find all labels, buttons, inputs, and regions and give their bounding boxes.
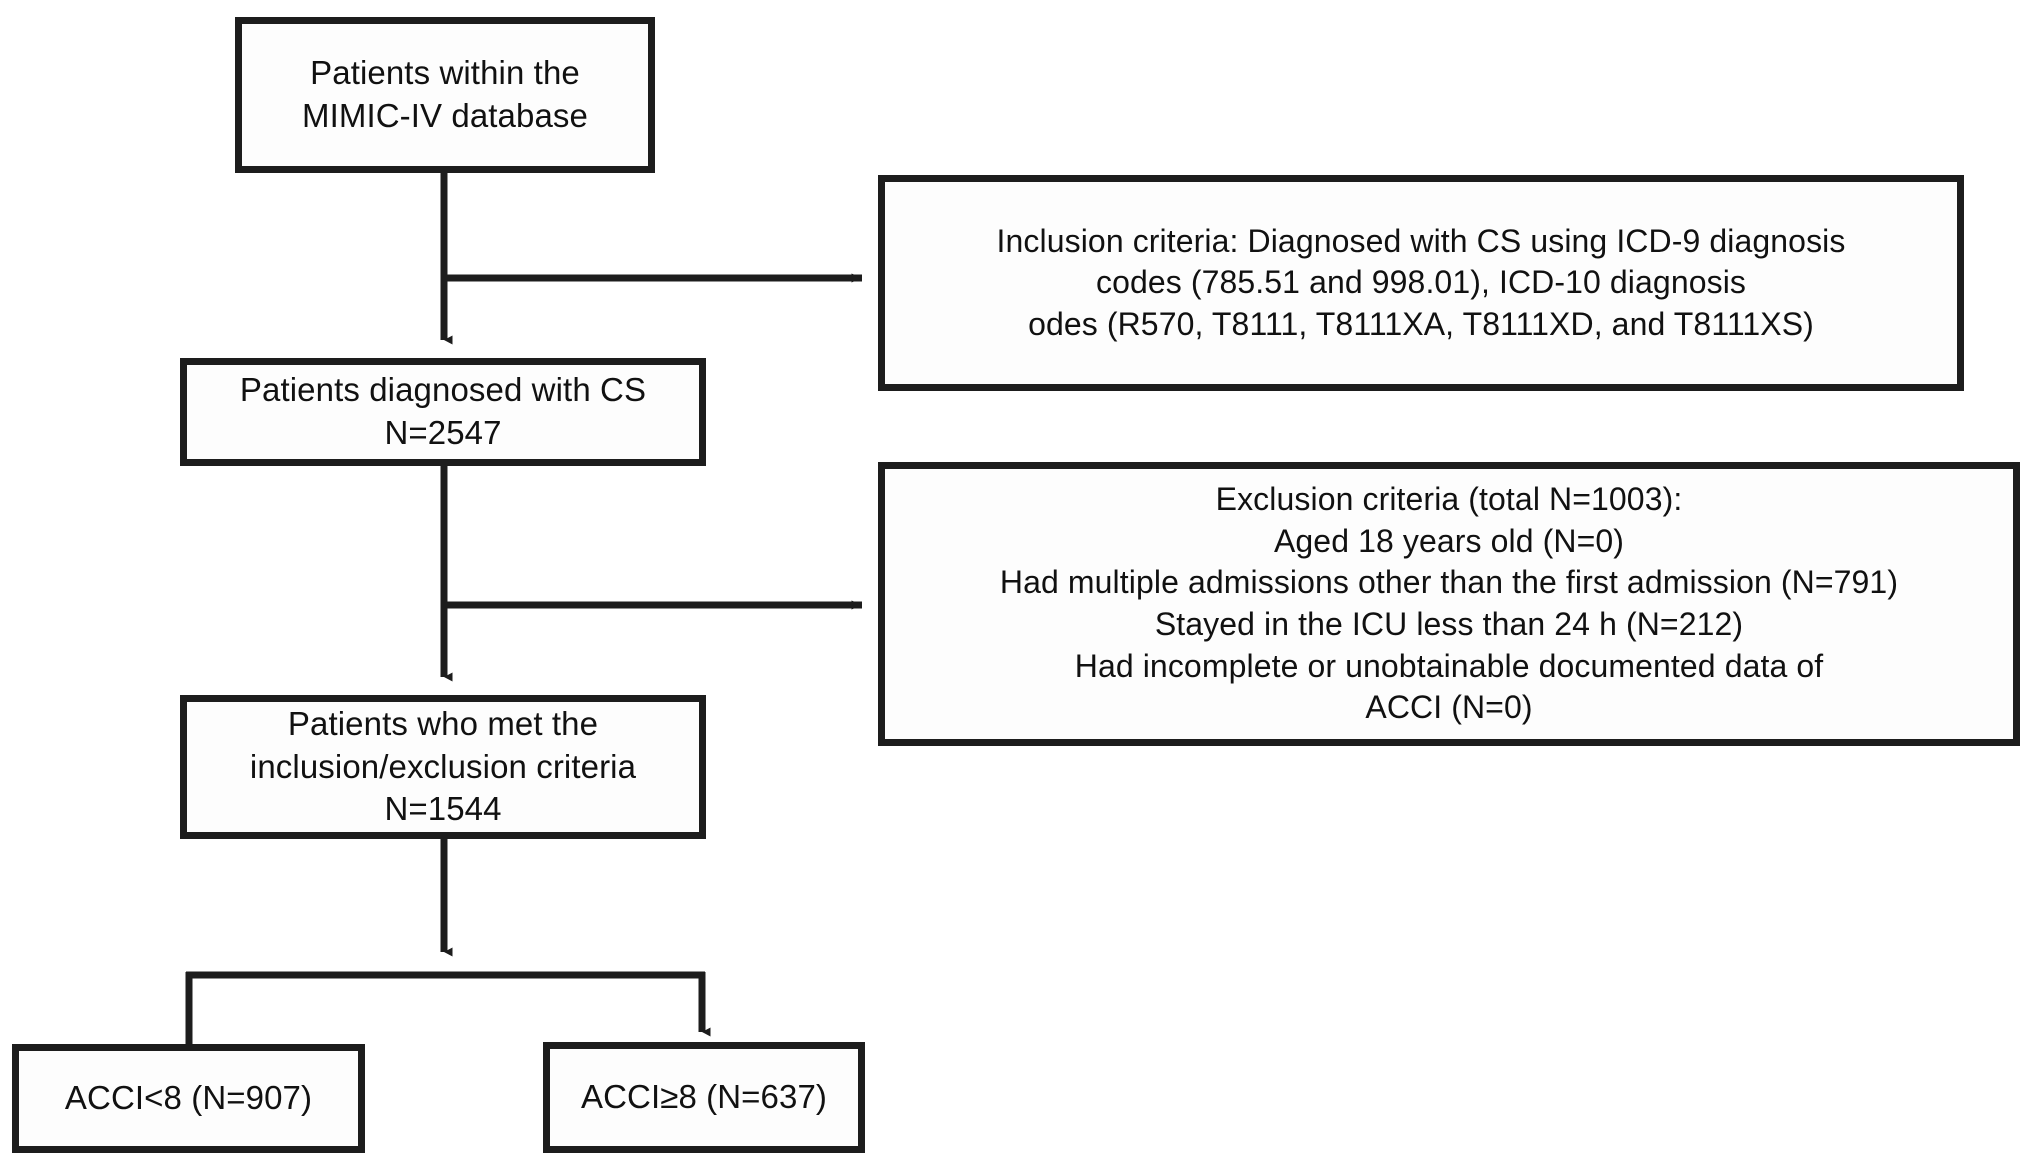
inclusion-line-3: odes (R570, T8111, T8111XA, T8111XD, and… <box>1028 305 1814 342</box>
node-source-line-2: MIMIC-IV database <box>302 97 588 134</box>
node-cs-count: N=2547 <box>384 414 502 451</box>
node-acci-high-label: ACCI≥8 (N=637) <box>580 1078 827 1116</box>
node-acci-less-than-8: ACCI<8 (N=907) <box>12 1044 365 1153</box>
exclusion-line-5: Had incomplete or unobtainable documente… <box>1074 647 1824 684</box>
node-patients-diagnosed-with-cs: Patients diagnosed with CS N=2547 <box>180 358 706 466</box>
node-inclusion-criteria: Inclusion criteria: Diagnosed with CS us… <box>878 175 1964 391</box>
node-acci-greater-equal-8: ACCI≥8 (N=637) <box>543 1042 865 1153</box>
node-cs-line-1: Patients diagnosed with CS <box>239 371 647 409</box>
node-met-count: N=1544 <box>384 790 502 828</box>
node-exclusion-criteria: Exclusion criteria (total N=1003): Aged … <box>878 462 2020 746</box>
node-met-line-2: inclusion/exclusion criteria <box>249 747 637 785</box>
exclusion-line-4: Stayed in the ICU less than 24 h (N=212) <box>1154 606 1744 642</box>
exclusion-line-3: Had multiple admissions other than the f… <box>999 564 1899 601</box>
node-met-line-1: Patients who met the <box>287 704 599 742</box>
node-source-line-1: Patients within the <box>310 54 580 92</box>
node-acci-low-label: ACCI<8 (N=907) <box>64 1079 313 1117</box>
node-patients-within-mimic-iv: Patients within the MIMIC-IV database <box>235 17 655 173</box>
exclusion-line-1: Exclusion criteria (total N=1003): <box>1215 481 1683 518</box>
exclusion-line-2: Aged 18 years old (N=0) <box>1273 522 1625 559</box>
exclusion-line-6: ACCI (N=0) <box>1365 689 1533 726</box>
inclusion-line-1: Inclusion criteria: Diagnosed with CS us… <box>996 222 1846 259</box>
inclusion-line-2: codes (785.51 and 998.01), ICD-10 diagno… <box>1095 264 1747 301</box>
node-patients-met-criteria: Patients who met the inclusion/exclusion… <box>180 695 706 839</box>
